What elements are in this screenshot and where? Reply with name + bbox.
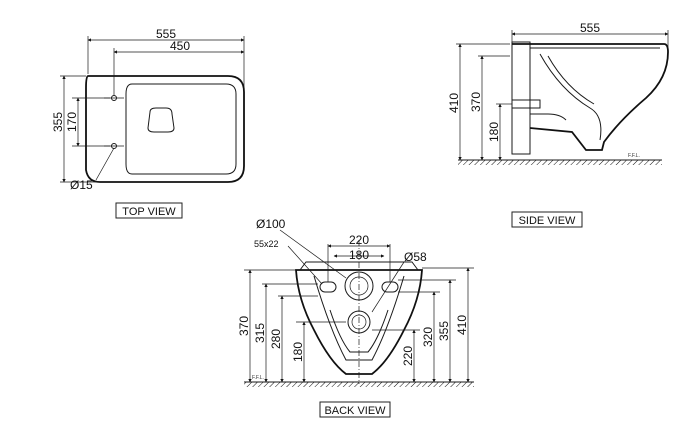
side-dim-555: 555 — [580, 21, 600, 35]
side-view: F.F.L. 555 410 370 180 SIDE VIEW — [447, 21, 669, 228]
top-dim-170: 170 — [65, 112, 79, 132]
back-dim-right-220: 220 — [401, 346, 415, 366]
top-dim-450: 450 — [170, 39, 190, 53]
side-floor-note: F.F.L. — [628, 153, 640, 159]
top-dim-355: 355 — [51, 112, 65, 132]
top-dim-hole-diameter: Ø15 — [70, 178, 93, 192]
top-dim-555: 555 — [156, 27, 176, 41]
side-wall-plate — [511, 41, 531, 155]
back-dim-left-315: 315 — [253, 323, 267, 343]
back-dim-left-370: 370 — [237, 316, 251, 336]
back-dim-big-hole: Ø100 — [256, 217, 286, 231]
side-dim-180: 180 — [487, 122, 501, 142]
top-view-drain — [147, 107, 175, 133]
back-dim-small-hole: Ø58 — [404, 250, 427, 264]
side-outlet — [512, 99, 541, 109]
back-view: F.F.L. 220 180 Ø100 55x22 Ø58 370 315 28… — [237, 217, 474, 418]
side-dim-410: 410 — [447, 93, 461, 113]
back-dim-180-top: 180 — [349, 248, 369, 262]
back-dim-right-320: 320 — [421, 327, 435, 347]
back-dim-right-410: 410 — [455, 315, 469, 335]
back-view-label: BACK VIEW — [324, 405, 386, 417]
side-view-label: SIDE VIEW — [519, 215, 576, 227]
side-dim-370: 370 — [469, 92, 483, 112]
top-view-label: TOP VIEW — [122, 206, 176, 218]
back-dim-left-180: 180 — [291, 342, 305, 362]
top-view-rim — [125, 83, 237, 175]
back-floor-note: F.F.L. — [252, 375, 264, 381]
back-view-outline — [295, 269, 423, 375]
back-dim-right-355: 355 — [437, 321, 451, 341]
top-view: 555 450 355 170 Ø15 TOP VIEW — [51, 27, 245, 219]
back-dim-slot: 55x22 — [254, 239, 279, 249]
back-dim-left-280: 280 — [269, 329, 283, 349]
top-view-outline — [85, 75, 245, 183]
side-view-outline — [512, 43, 669, 151]
back-slot-left — [319, 281, 337, 293]
back-dim-220: 220 — [349, 233, 369, 247]
